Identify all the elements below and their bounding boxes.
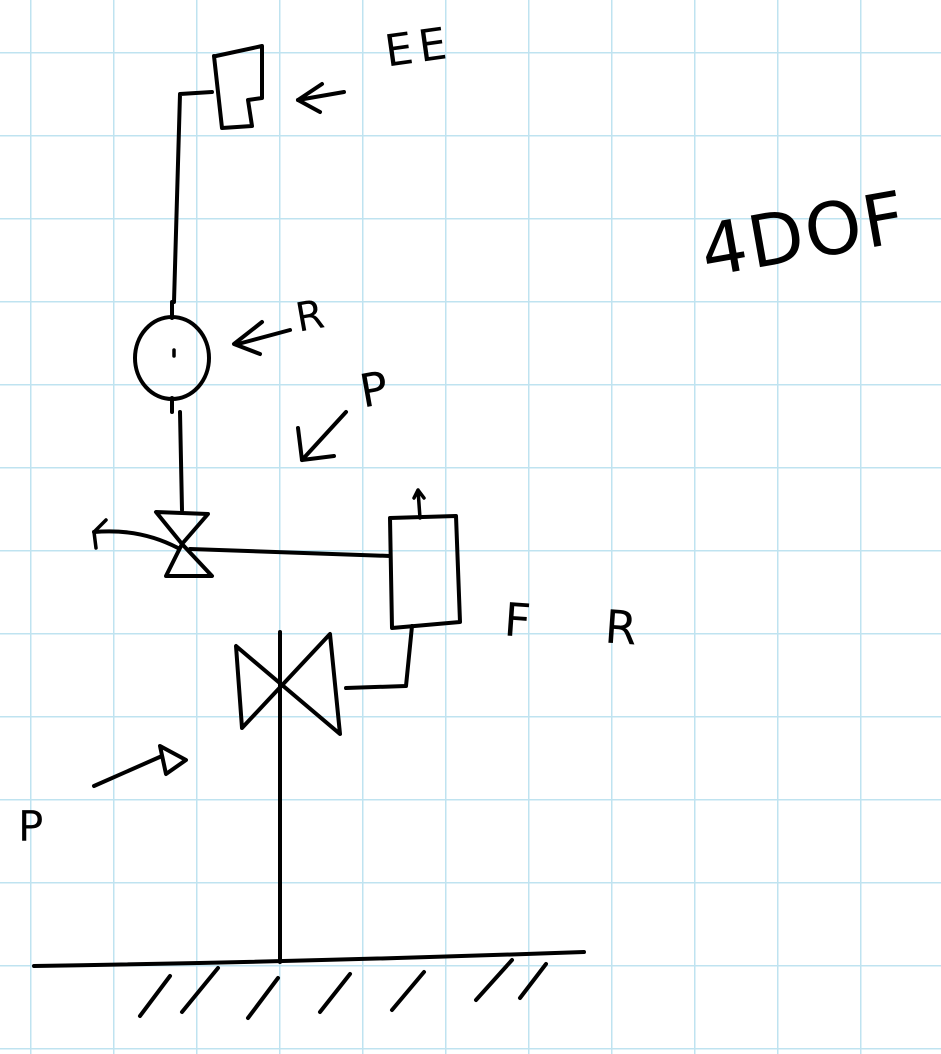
end-effector-gripper [212,44,264,130]
prismatic-base-label: P [18,802,50,851]
base-prismatic-joint [234,632,342,736]
fixed-revolute-box [388,514,462,630]
prismatic-upper-arrow [296,410,348,462]
upper-vertical-link [172,90,214,304]
end-effector-label: EE [381,17,456,78]
ground-hatching [138,958,548,1020]
fixed-revolute-label: F R [502,592,669,658]
rotation-arrow [92,518,180,550]
box-top-arrow [412,488,426,520]
ee-arrow [296,82,346,114]
revolute-joint [133,300,211,414]
revolute-arrow [232,320,292,356]
horizontal-arm [188,547,392,558]
ground [32,950,586,1020]
revolute-joint-label: R [292,290,334,342]
ground-line [32,950,586,968]
link-to-box [344,624,414,690]
upper-prismatic-joint [154,510,214,578]
base-prismatic-arrow [92,744,188,788]
lower-vertical-link [178,410,184,512]
